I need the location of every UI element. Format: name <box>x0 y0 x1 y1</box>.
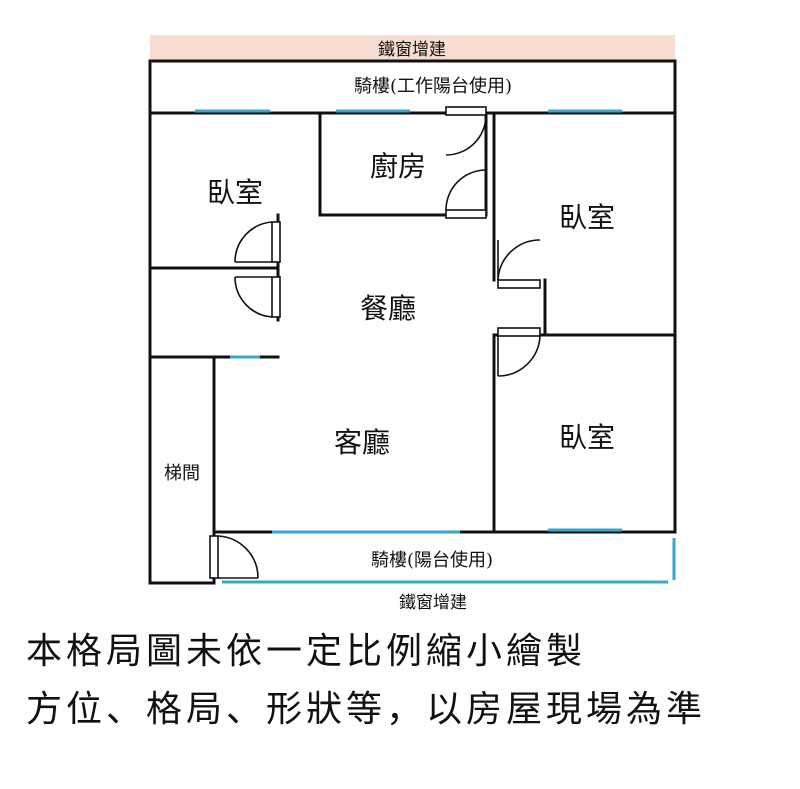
label-bedroom-left: 臥室 <box>207 176 263 209</box>
door-entrance <box>209 535 259 579</box>
label-top-iron-window: 鐵窗增建 <box>378 40 446 60</box>
label-dining: 餐廳 <box>360 292 416 325</box>
label-bottom-arcade: 騎樓(陽台使用) <box>371 550 493 571</box>
label-stairs: 梯間 <box>164 463 200 484</box>
floor-plan: 鐵窗增建 騎樓(工作陽台使用) 臥室 廚房 臥室 餐廳 客廳 臥室 梯間 騎樓(… <box>148 35 677 613</box>
note-orientation: 方位、格局、形狀等，以房屋現場為準 <box>26 689 707 730</box>
label-bedroom-right-top: 臥室 <box>559 201 615 234</box>
label-living: 客廳 <box>334 426 390 459</box>
door-small-room <box>234 276 281 318</box>
note-scale: 本格局圖未依一定比例縮小繪製 <box>26 631 587 672</box>
door-bedroom-left <box>234 221 281 263</box>
label-bedroom-right-bottom: 臥室 <box>559 421 615 454</box>
doors <box>209 106 541 579</box>
windows <box>195 109 676 584</box>
door-bedroom-right-bottom <box>497 327 541 377</box>
door-kitchen-bottom <box>445 169 487 219</box>
iron-window-band <box>150 35 675 61</box>
label-kitchen: 廚房 <box>370 150 426 183</box>
door-kitchen-top <box>445 106 487 156</box>
label-bottom-iron-window: 鐵窗增建 <box>399 593 467 613</box>
label-top-arcade: 騎樓(工作陽台使用) <box>354 76 512 97</box>
door-bedroom-right-top <box>497 239 541 289</box>
